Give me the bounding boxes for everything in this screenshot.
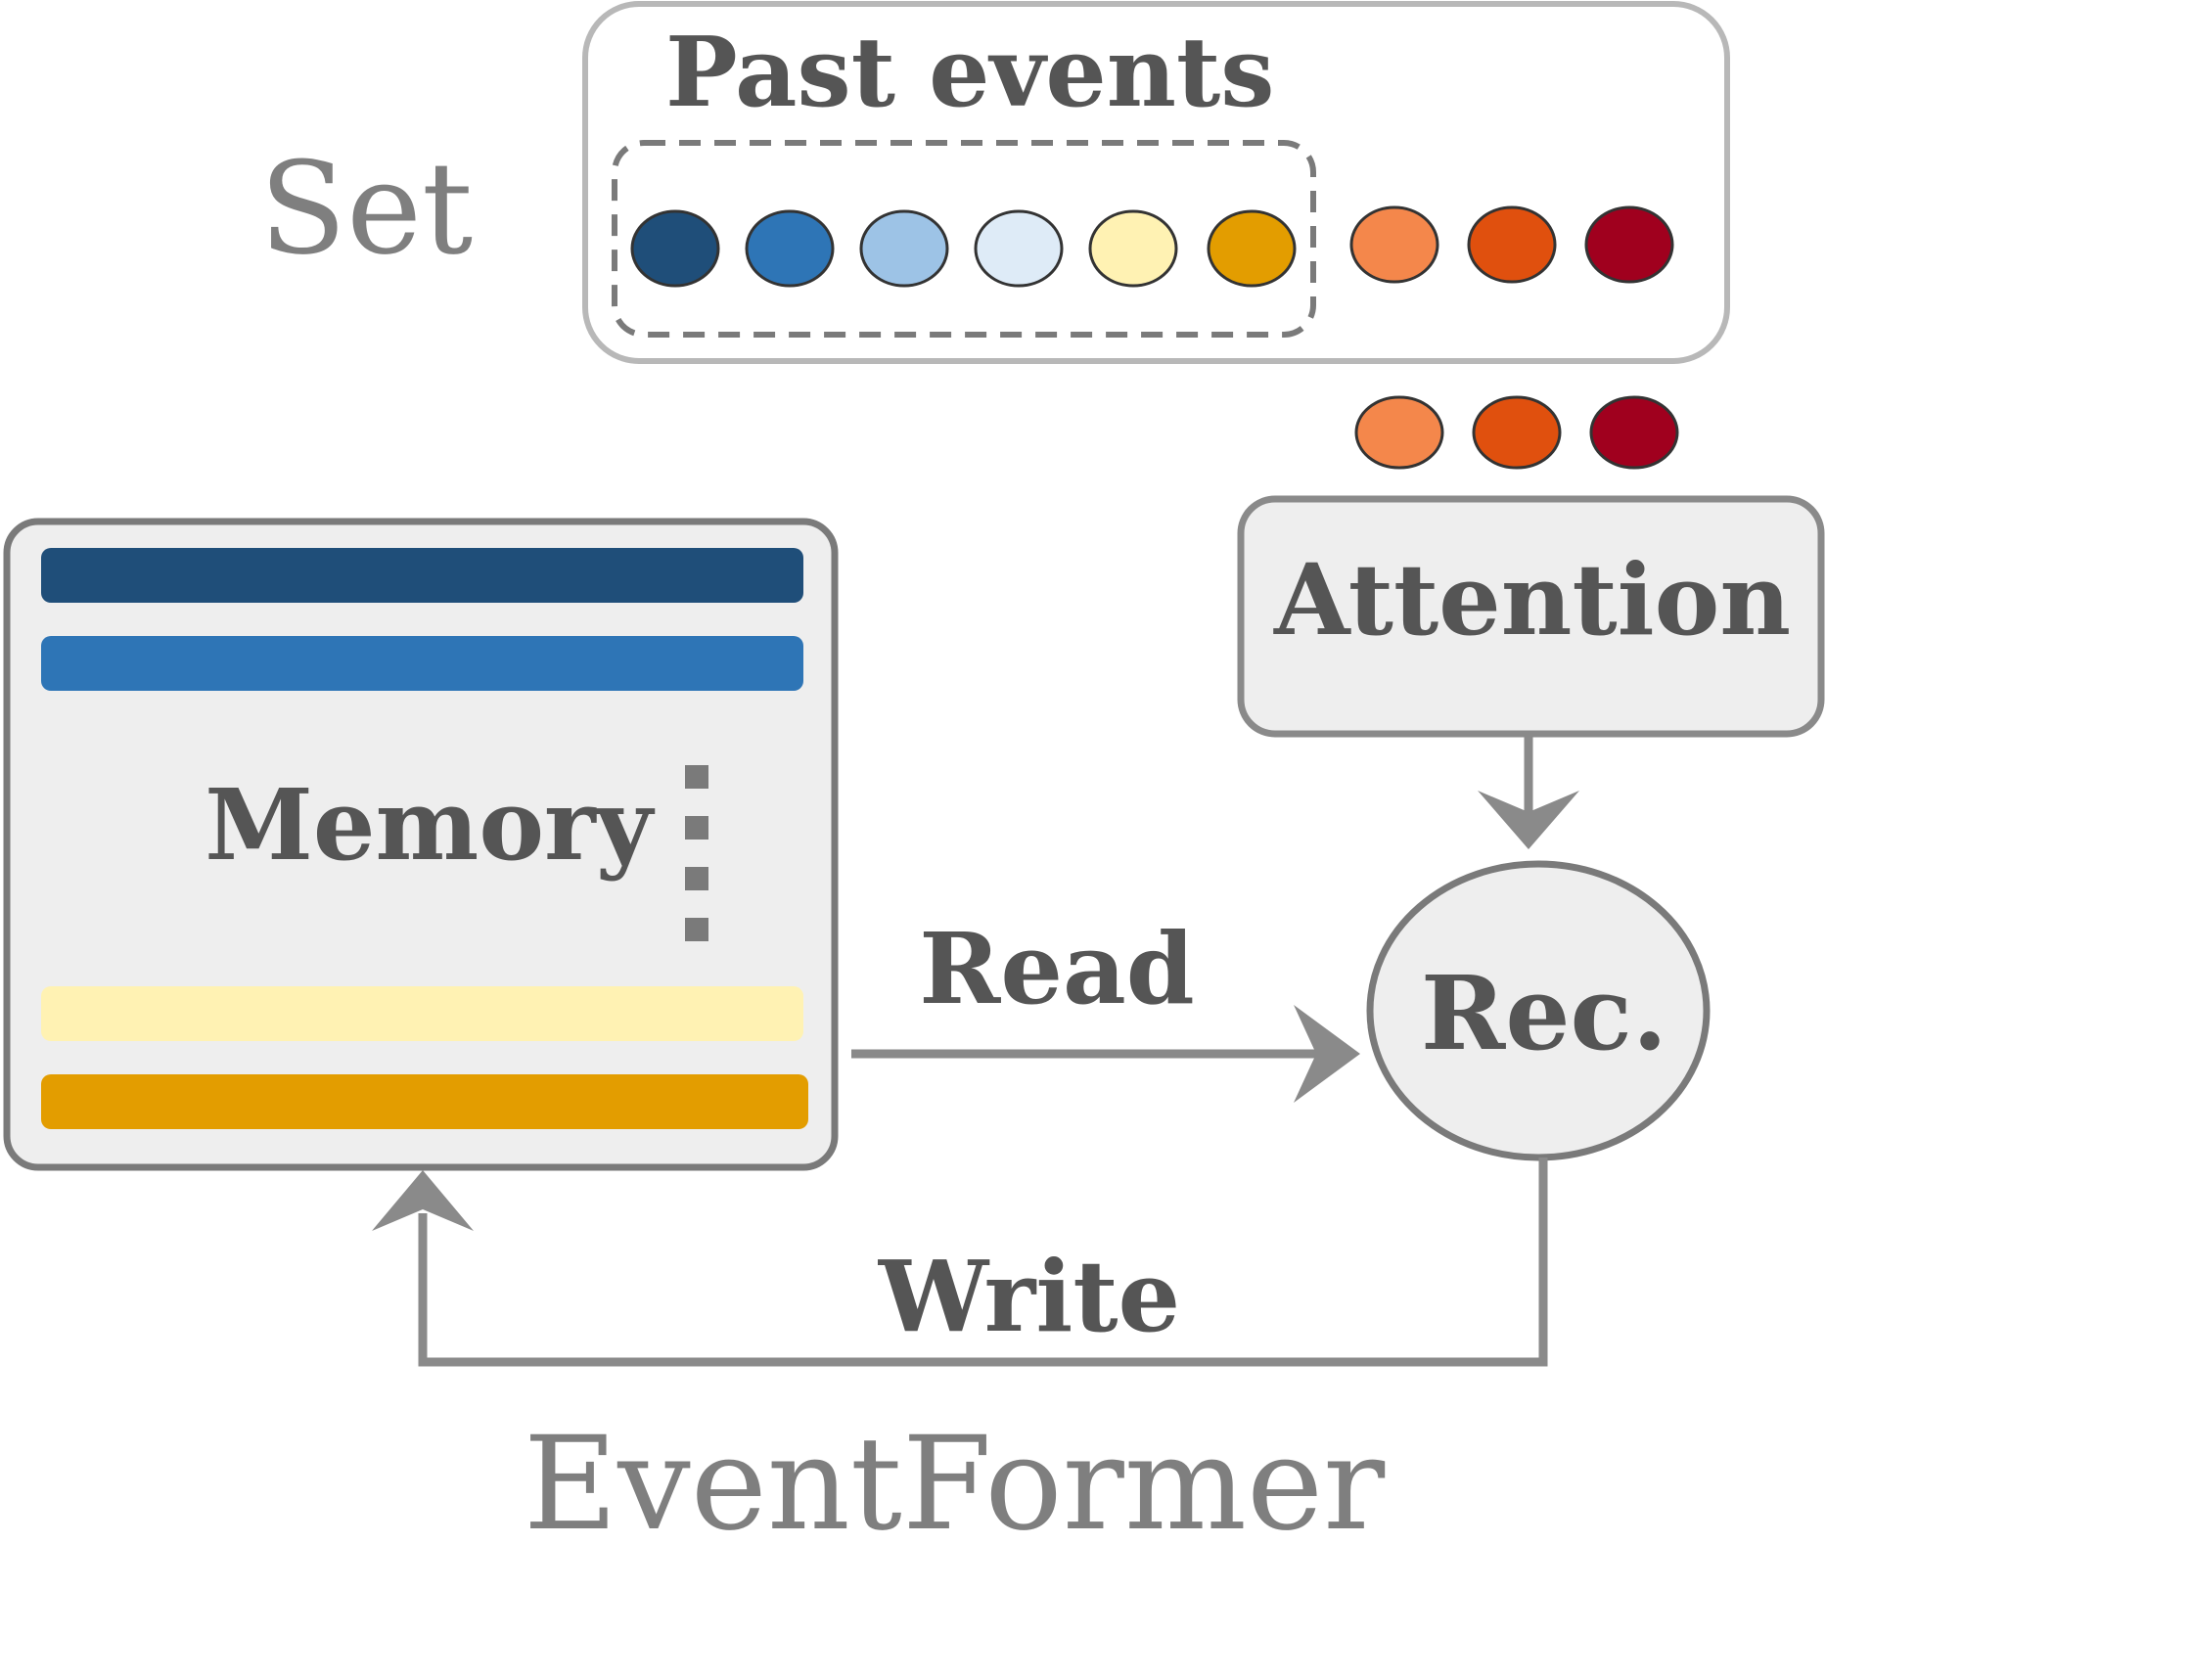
event-dot-6 bbox=[1207, 209, 1297, 288]
event-dot-3 bbox=[859, 209, 949, 288]
memory-row-4 bbox=[41, 1074, 808, 1129]
model-name-label: EventFormer bbox=[524, 1409, 1386, 1560]
query-dot-1 bbox=[1354, 395, 1444, 470]
memory-label: Memory bbox=[205, 767, 656, 883]
event-dot-2 bbox=[745, 209, 835, 288]
event-dot-8 bbox=[1467, 205, 1557, 284]
query-dot-3 bbox=[1589, 395, 1679, 470]
attention-label: Attention bbox=[1273, 542, 1791, 658]
memory-row-1 bbox=[41, 548, 803, 603]
rec-node bbox=[1366, 860, 1711, 1161]
past-events-title: Past events bbox=[665, 17, 1274, 129]
event-dot-9 bbox=[1584, 205, 1674, 284]
event-dot-7 bbox=[1349, 205, 1439, 284]
read-label: Read bbox=[919, 911, 1194, 1026]
set-label: Set bbox=[259, 134, 473, 283]
attention-arrowhead bbox=[1478, 791, 1579, 849]
memory-row-2 bbox=[41, 636, 803, 691]
memory-row-3 bbox=[41, 986, 803, 1041]
query-dot-2 bbox=[1472, 395, 1562, 470]
write-label: Write bbox=[878, 1239, 1180, 1354]
event-dot-5 bbox=[1088, 209, 1178, 288]
event-dot-4 bbox=[974, 209, 1064, 288]
read-arrowhead bbox=[1294, 1005, 1360, 1103]
memory-ellipsis-icon bbox=[685, 765, 708, 941]
selected-events-group bbox=[612, 140, 1316, 338]
write-arrow-path bbox=[418, 1158, 1548, 1367]
write-arrowhead bbox=[372, 1170, 474, 1231]
rec-label: Rec. bbox=[1421, 953, 1667, 1073]
event-dot-1 bbox=[630, 209, 720, 288]
